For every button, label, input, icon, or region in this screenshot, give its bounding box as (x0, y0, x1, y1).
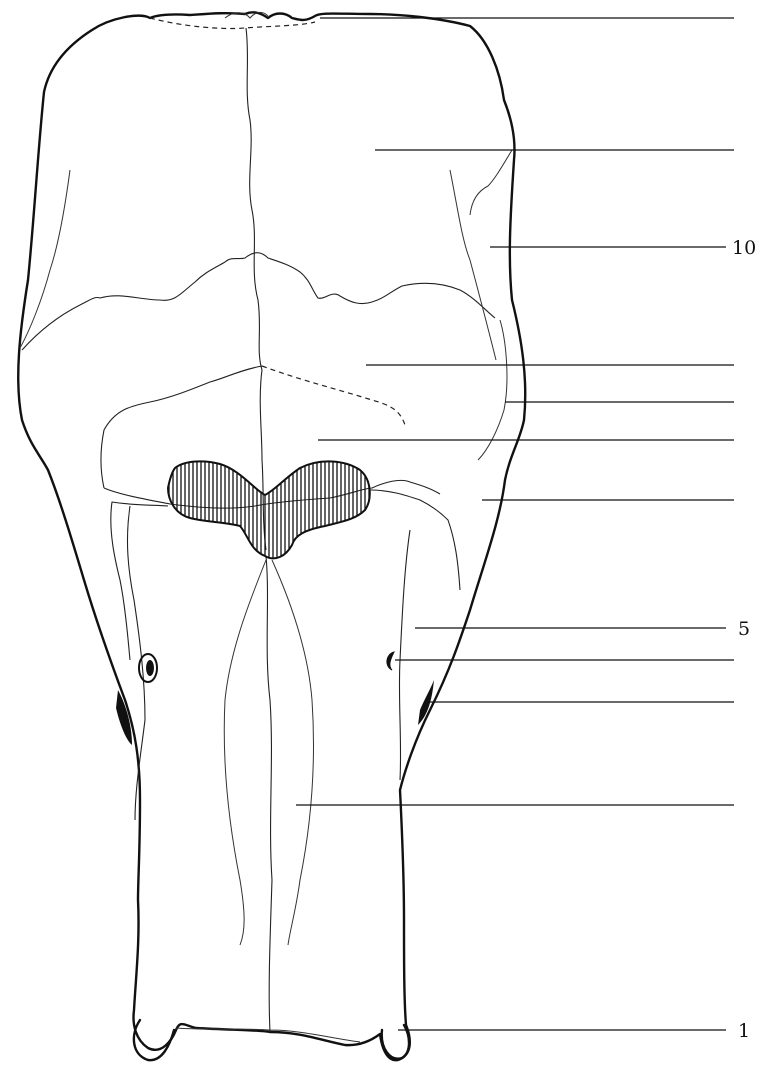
label-10: 10 (732, 237, 756, 259)
premaxilla-lower-line (176, 1028, 360, 1042)
nasal-channel-right (272, 560, 314, 945)
hatched-opening (168, 461, 370, 558)
right-zygomatic-line (478, 320, 507, 460)
parietal-dashed-line (262, 366, 405, 425)
right-maxilla-suture (399, 530, 410, 780)
right-orbital-margin (470, 150, 512, 215)
left-maxilla-suture (127, 506, 145, 820)
label-5: 5 (738, 618, 750, 640)
lateral-suture-right-upper (450, 170, 496, 360)
label-1: 1 (738, 1020, 750, 1042)
right-foramen (387, 652, 394, 670)
right-nasal-edge (370, 490, 460, 590)
nasal-channel-left (224, 560, 266, 945)
central-suture (246, 28, 266, 550)
nasal-suture (266, 556, 272, 1032)
lateral-suture-left-upper (20, 170, 70, 348)
top-dashed-suture (150, 18, 315, 29)
